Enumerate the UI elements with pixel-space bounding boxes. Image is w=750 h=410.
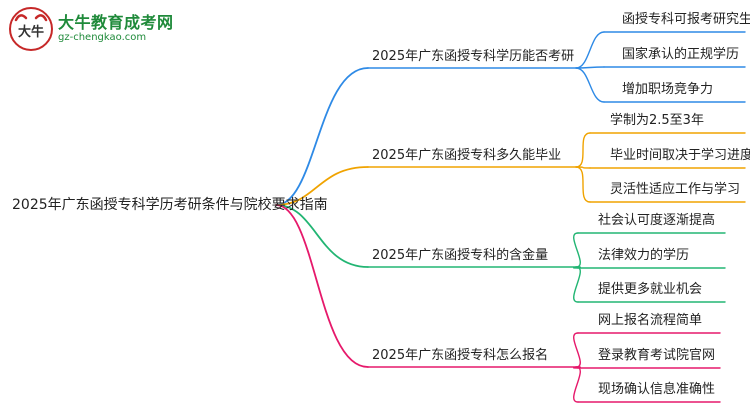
root-to-branch-1-line (275, 67, 369, 206)
root-to-branch-2-line (275, 166, 369, 206)
leaf-1-1: 函授专科可报考研究生 (622, 12, 750, 27)
leaf-2-1: 学制为2.5至3年 (610, 113, 704, 128)
root-node: 2025年广东函授专科学历考研条件与院校要求指南 (12, 197, 328, 213)
branch-label-4: 2025年广东函授专科怎么报名 (372, 348, 549, 363)
branch-4-to-leaf-3-line (573, 366, 581, 403)
bull-logo-icon: 大牛 (9, 7, 53, 51)
branch-3-to-leaf-3-line (573, 266, 581, 303)
branch-3-to-leaf-1-line (573, 232, 581, 268)
root-to-branch-3-line (275, 204, 369, 268)
branch-1-to-leaf-1-line (575, 31, 605, 69)
branch-2-to-leaf-3-line (575, 166, 591, 203)
leaf-3-2: 法律效力的学历 (598, 248, 690, 263)
site-logo[interactable]: 大牛 大牛教育成考网 gz-chengkao.com (8, 6, 178, 54)
leaf-3-1: 社会认可度逐渐提高 (598, 213, 716, 228)
leaf-4-2: 登录教育考试院官网 (598, 348, 716, 363)
branch-1-to-leaf-3-line (575, 67, 605, 103)
leaf-2-3: 灵活性适应工作与学习 (610, 182, 741, 197)
logo-name: 大牛教育成考网 (58, 13, 174, 32)
logo-mark-text: 大牛 (18, 24, 44, 40)
leaf-3-3: 提供更多就业机会 (598, 282, 703, 297)
root-to-branch-4-line (275, 204, 369, 368)
leaf-1-2: 国家承认的正规学历 (622, 47, 740, 62)
leaf-4-1: 网上报名流程简单 (598, 313, 703, 328)
leaf-1-3: 增加职场竞争力 (622, 82, 714, 97)
branch-label-2: 2025年广东函授专科多久能毕业 (372, 148, 562, 163)
branch-2-to-leaf-1-line (575, 132, 591, 168)
leaf-2-2: 毕业时间取决于学习进度 (610, 148, 750, 163)
branch-label-3: 2025年广东函授专科的含金量 (372, 248, 549, 263)
branch-4-to-leaf-1-line (573, 332, 581, 368)
branch-label-1: 2025年广东函授专科学历能否考研 (372, 49, 575, 64)
leaf-4-3: 现场确认信息准确性 (598, 382, 716, 397)
logo-url: gz-chengkao.com (58, 32, 147, 43)
